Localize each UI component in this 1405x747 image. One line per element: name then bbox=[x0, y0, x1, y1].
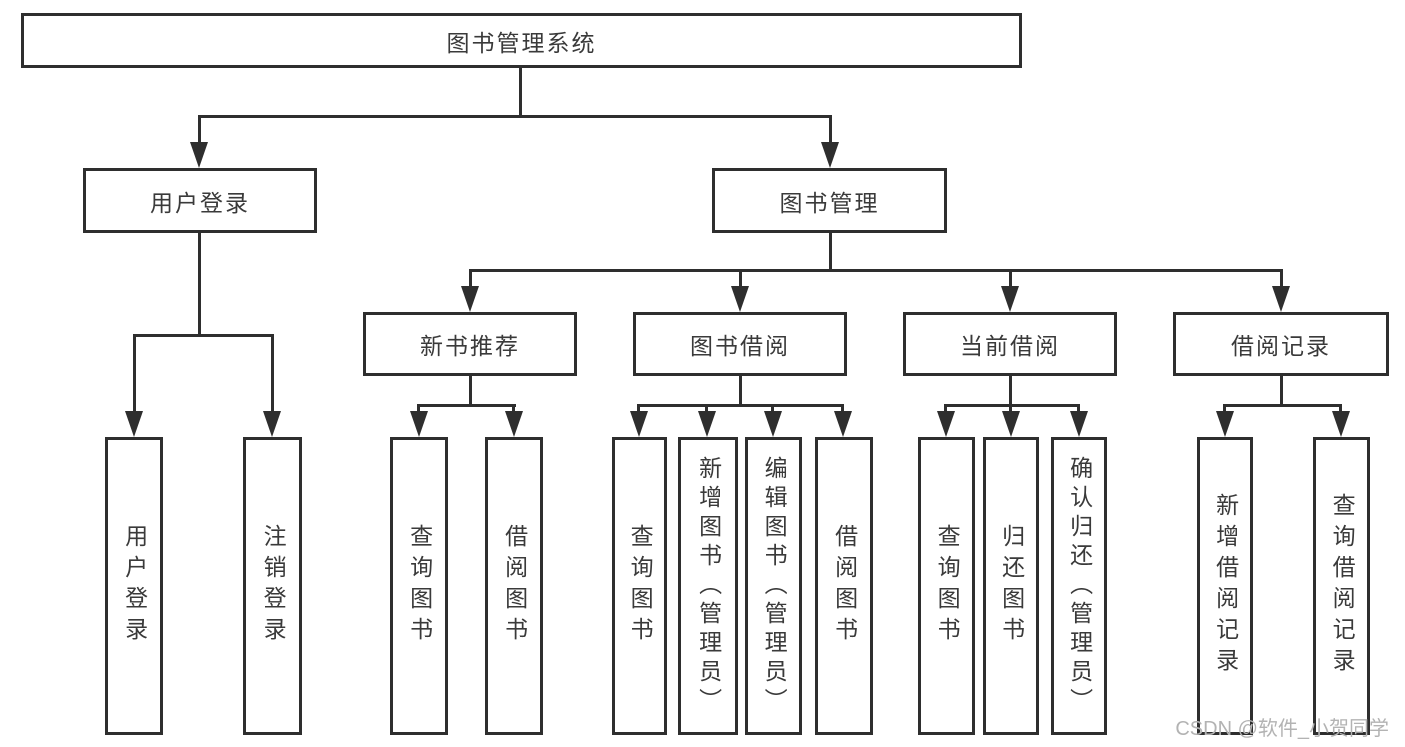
leaf-recommend-borrow-books: 借阅图书 bbox=[485, 437, 543, 735]
leaf-logout: 注销登录 bbox=[243, 437, 302, 735]
leaf-confirm-return-admin: 确认归还（管理员） bbox=[1051, 437, 1107, 735]
node-user-login-branch: 用户登录 bbox=[83, 168, 317, 233]
connector-recd-child2-drop bbox=[1339, 404, 1342, 413]
connector-borrow-hline bbox=[637, 404, 844, 407]
arrowhead-leaf-login bbox=[125, 411, 143, 437]
node-current-borrow: 当前借阅 bbox=[903, 312, 1117, 376]
arrowhead-cur-child1 bbox=[937, 411, 955, 437]
connector-recd-child1-drop bbox=[1223, 404, 1226, 413]
node-root-system: 图书管理系统 bbox=[21, 13, 1022, 68]
connector-bor-child2-drop bbox=[705, 404, 708, 413]
arrowhead-leaf-logout bbox=[263, 411, 281, 437]
connector-recommend-drop bbox=[469, 269, 472, 288]
connector-level1-hline bbox=[198, 115, 832, 118]
arrowhead-current bbox=[1001, 286, 1019, 312]
connector-leaf-logout-drop bbox=[271, 334, 274, 413]
leaf-add-borrow-record: 新增借阅记录 bbox=[1197, 437, 1253, 735]
leaf-user-login: 用户登录 bbox=[105, 437, 163, 735]
arrowhead-bor-child1 bbox=[630, 411, 648, 437]
connector-bor-child3-drop bbox=[771, 404, 774, 413]
leaf-current-query-books: 查询图书 bbox=[918, 437, 975, 735]
connector-recommend-hline bbox=[417, 404, 516, 407]
connector-root-stem bbox=[519, 68, 522, 118]
connector-leaf-login-drop bbox=[133, 334, 136, 413]
connector-current-hline bbox=[944, 404, 1080, 407]
connector-bor-child4-drop bbox=[841, 404, 844, 413]
leaf-borrow-books: 借阅图书 bbox=[815, 437, 873, 735]
connector-rec-child1-drop bbox=[417, 404, 420, 413]
node-book-management-branch: 图书管理 bbox=[712, 168, 947, 233]
arrowhead-recommend bbox=[461, 286, 479, 312]
connector-borrow-drop bbox=[739, 269, 742, 288]
node-book-borrow: 图书借阅 bbox=[633, 312, 847, 376]
connector-cur-child3-drop bbox=[1077, 404, 1080, 413]
connector-records-hline bbox=[1223, 404, 1342, 407]
arrowhead-recd-child1 bbox=[1216, 411, 1234, 437]
connector-rec-child2-drop bbox=[512, 404, 515, 413]
arrowhead-bor-child2 bbox=[698, 411, 716, 437]
leaf-query-borrow-record: 查询借阅记录 bbox=[1313, 437, 1370, 735]
arrowhead-user-login bbox=[190, 142, 208, 168]
connector-current-stem bbox=[1009, 376, 1012, 407]
arrowhead-cur-child3 bbox=[1070, 411, 1088, 437]
arrowhead-rec-child2 bbox=[505, 411, 523, 437]
connector-level2-hline bbox=[469, 269, 1282, 272]
connector-book-mgmt-stem bbox=[829, 233, 832, 272]
node-new-book-recommend: 新书推荐 bbox=[363, 312, 577, 376]
connector-cur-child1-drop bbox=[944, 404, 947, 413]
leaf-add-books-admin: 新增图书（管理员） bbox=[678, 437, 738, 735]
connector-bor-child1-drop bbox=[637, 404, 640, 413]
leaf-recommend-query-books: 查询图书 bbox=[390, 437, 448, 735]
connector-records-stem bbox=[1280, 376, 1283, 407]
arrowhead-book-mgmt bbox=[821, 142, 839, 168]
arrowhead-bor-child4 bbox=[834, 411, 852, 437]
connector-user-login-drop bbox=[198, 115, 201, 144]
arrowhead-rec-child1 bbox=[410, 411, 428, 437]
connector-borrow-stem bbox=[739, 376, 742, 407]
leaf-edit-books-admin: 编辑图书（管理员） bbox=[745, 437, 802, 735]
connector-records-drop bbox=[1280, 269, 1283, 288]
arrowhead-cur-child2 bbox=[1002, 411, 1020, 437]
connector-recommend-stem bbox=[469, 376, 472, 407]
connector-user-login-stem bbox=[198, 233, 201, 337]
arrowhead-records bbox=[1272, 286, 1290, 312]
leaf-borrow-query-books: 查询图书 bbox=[612, 437, 667, 735]
connector-cur-child2-drop bbox=[1009, 404, 1012, 413]
arrowhead-borrow bbox=[731, 286, 749, 312]
node-borrow-records: 借阅记录 bbox=[1173, 312, 1389, 376]
arrowhead-recd-child2 bbox=[1332, 411, 1350, 437]
leaf-return-books: 归还图书 bbox=[983, 437, 1039, 735]
arrowhead-bor-child3 bbox=[764, 411, 782, 437]
csdn-watermark: CSDN @软件_小贺同学 bbox=[1175, 718, 1389, 740]
connector-current-drop bbox=[1009, 269, 1012, 288]
connector-book-mgmt-drop bbox=[829, 115, 832, 144]
connector-user-login-hline bbox=[133, 334, 274, 337]
